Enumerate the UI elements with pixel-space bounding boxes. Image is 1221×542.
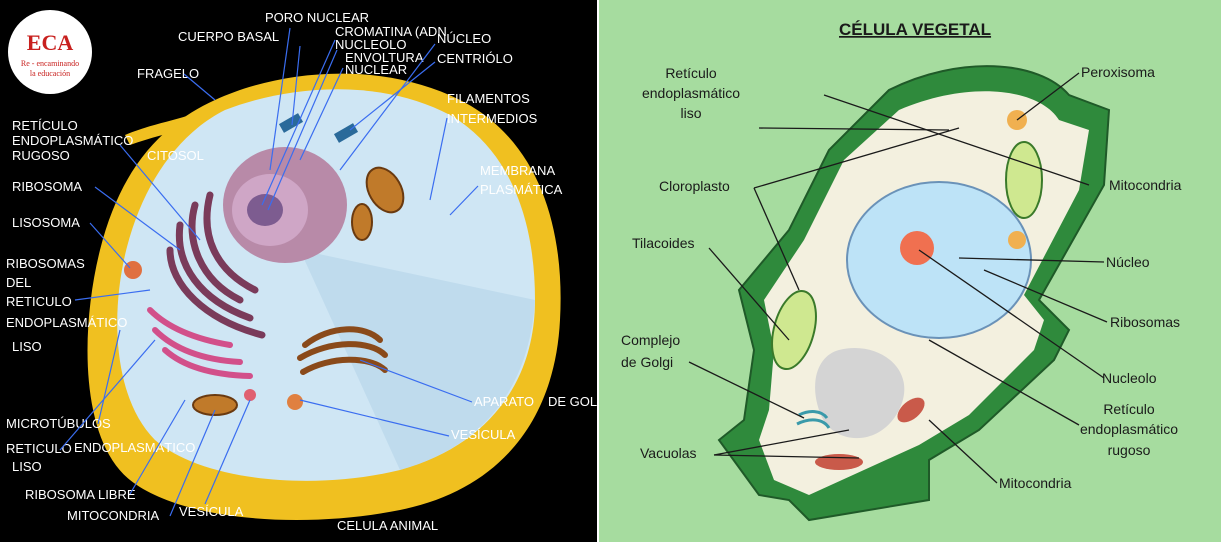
label-golgi-2: de Golgi — [621, 354, 673, 370]
label-mitocondria-bottom: Mitocondria — [999, 475, 1072, 491]
label-rer-1: RETÍCULO — [12, 118, 78, 133]
label-rel-3: liso — [680, 105, 701, 121]
nucleus — [847, 182, 1031, 338]
label-rel-2: endoplasmático — [642, 85, 740, 101]
logo-motto-1: Re - encaminando — [21, 59, 79, 68]
label-golgi-1: Complejo — [621, 332, 680, 348]
animal-cell-diagram: ECA Re - encaminando la educación — [0, 0, 597, 542]
label-rib-ret-3: RETICULO — [6, 294, 72, 309]
plant-title: CÉLULA VEGETAL — [839, 20, 991, 39]
label-nucleo: Núcleo — [1106, 254, 1150, 270]
nucleolus — [900, 231, 934, 265]
logo-motto-2: la educación — [30, 69, 70, 78]
label-ribosomas: Ribosomas — [1110, 314, 1180, 330]
plant-cell-diagram: CÉLULA VEGETAL Retículo endoplasmático l… — [599, 0, 1221, 542]
label-rer-3: RUGOSO — [12, 148, 70, 163]
animal-cell-panel: ECA Re - encaminando la educación — [0, 0, 597, 542]
label-centriolo: CENTRIÓLO — [437, 51, 513, 66]
label-rib-ret-4: ENDOPLASMÁTICO — [6, 315, 127, 330]
label-cuerpo-basal: CUERPO BASAL — [178, 29, 279, 44]
mitochondrion-3 — [193, 395, 237, 415]
label-poro-nuclear: PORO NUCLEAR — [265, 10, 369, 25]
logo-brand: ECA — [27, 30, 74, 55]
label-vesicula-right: VESÍCULA — [451, 427, 516, 442]
mitochondrion-2 — [815, 454, 863, 470]
label-rer-1: Retículo — [1103, 401, 1155, 417]
animal-title: CELULA ANIMAL — [337, 518, 438, 533]
vesicle-1 — [287, 394, 303, 410]
peroxisome-2 — [1008, 231, 1026, 249]
label-vesicula-bottom: VESÍCULA — [179, 504, 244, 519]
label-filamentos-2: INTERMEDIOS — [447, 111, 538, 126]
label-rel-1: Retículo — [665, 65, 717, 81]
label-nucleo: NÚCLEO — [437, 31, 491, 46]
label-rib-ret-1: RIBOSOMAS — [6, 256, 85, 271]
label-de-golgi: DE GOLGI — [548, 394, 597, 409]
label-membrana-2: PLASMÁTICA — [480, 182, 563, 197]
label-rel-2: ENDOPLASMÁTICO — [74, 440, 195, 455]
label-mitocondria-top: Mitocondria — [1109, 177, 1182, 193]
plant-cell-panel: CÉLULA VEGETAL Retículo endoplasmático l… — [599, 0, 1221, 542]
label-nucleolo: Nucleolo — [1102, 370, 1157, 386]
label-vacuolas: Vacuolas — [640, 445, 697, 461]
eca-logo: ECA Re - encaminando la educación — [8, 10, 92, 94]
label-rer-3: rugoso — [1108, 442, 1151, 458]
label-lisosoma: LISOSOMA — [12, 215, 80, 230]
label-cloroplasto: Cloroplasto — [659, 178, 730, 194]
label-microtubulos: MICROTÚBULOS — [6, 416, 111, 431]
label-membrana-1: MEMBRANA — [480, 163, 555, 178]
label-filamentos-1: FILAMENTOS — [447, 91, 530, 106]
label-citosol: CITOSOL — [147, 148, 204, 163]
label-ribosoma: RIBOSOMA — [12, 179, 82, 194]
label-mitocondria: MITOCONDRIA — [67, 508, 160, 523]
label-rer-2: ENDOPLASMÁTICO — [12, 133, 133, 148]
label-tilacoides: Tilacoides — [632, 235, 695, 251]
label-rib-ret-2: DEL — [6, 275, 31, 290]
label-rel-3: LISO — [12, 459, 42, 474]
label-peroxisoma: Peroxisoma — [1081, 64, 1155, 80]
vesicle-2 — [244, 389, 256, 401]
chloroplast-1 — [1006, 142, 1042, 218]
label-rib-ret-5: LISO — [12, 339, 42, 354]
label-rer-2: endoplasmático — [1080, 421, 1178, 437]
label-ribosoma-libre: RIBOSOMA LIBRE — [25, 487, 136, 502]
label-envoltura-2: NUCLEAR — [345, 62, 407, 77]
label-aparato: APARATO — [474, 394, 534, 409]
mitochondrion-2 — [352, 204, 372, 240]
